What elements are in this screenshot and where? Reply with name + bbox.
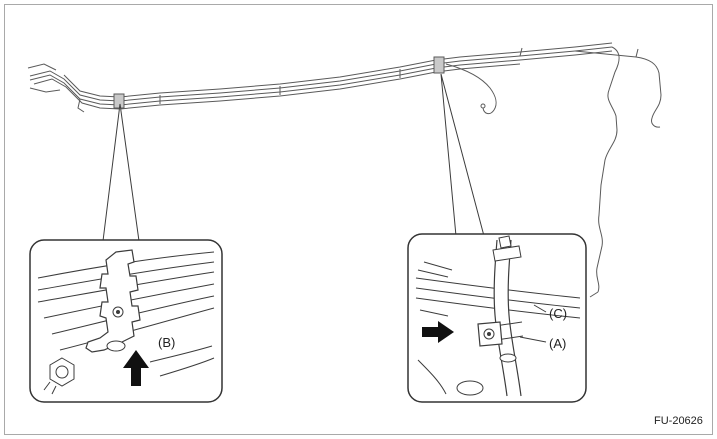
arrow-right-icon [422,321,454,343]
detail-callout-left: (B) [29,239,223,403]
fuel-pipe-harness [27,42,662,298]
clip-bolt-center [487,332,491,336]
label-a: (A) [549,336,566,351]
bracket-foot [106,340,126,352]
hose-body [494,239,521,397]
hose-fitting [492,245,522,262]
label-c: (C) [549,306,567,321]
label-b: (B) [158,335,175,350]
figure-code: FU-20626 [654,415,703,427]
hose-top-tab [498,235,512,249]
hose-connector [499,353,517,363]
grommet-oval [456,380,484,396]
label-c-leader [533,304,547,313]
frame-lines-right-detail [415,261,581,395]
pipe-clamp-right [433,56,445,74]
bracket-bolt-hole-center [116,310,120,314]
detail-callout-right: (C) (A) [407,233,587,403]
pipe-clamp-left [113,93,125,109]
bolt-icon [43,357,75,395]
arrow-up-icon [123,350,149,386]
hose-edges [493,239,522,397]
clamp-bracket [85,249,141,353]
label-a-leader [519,336,547,343]
